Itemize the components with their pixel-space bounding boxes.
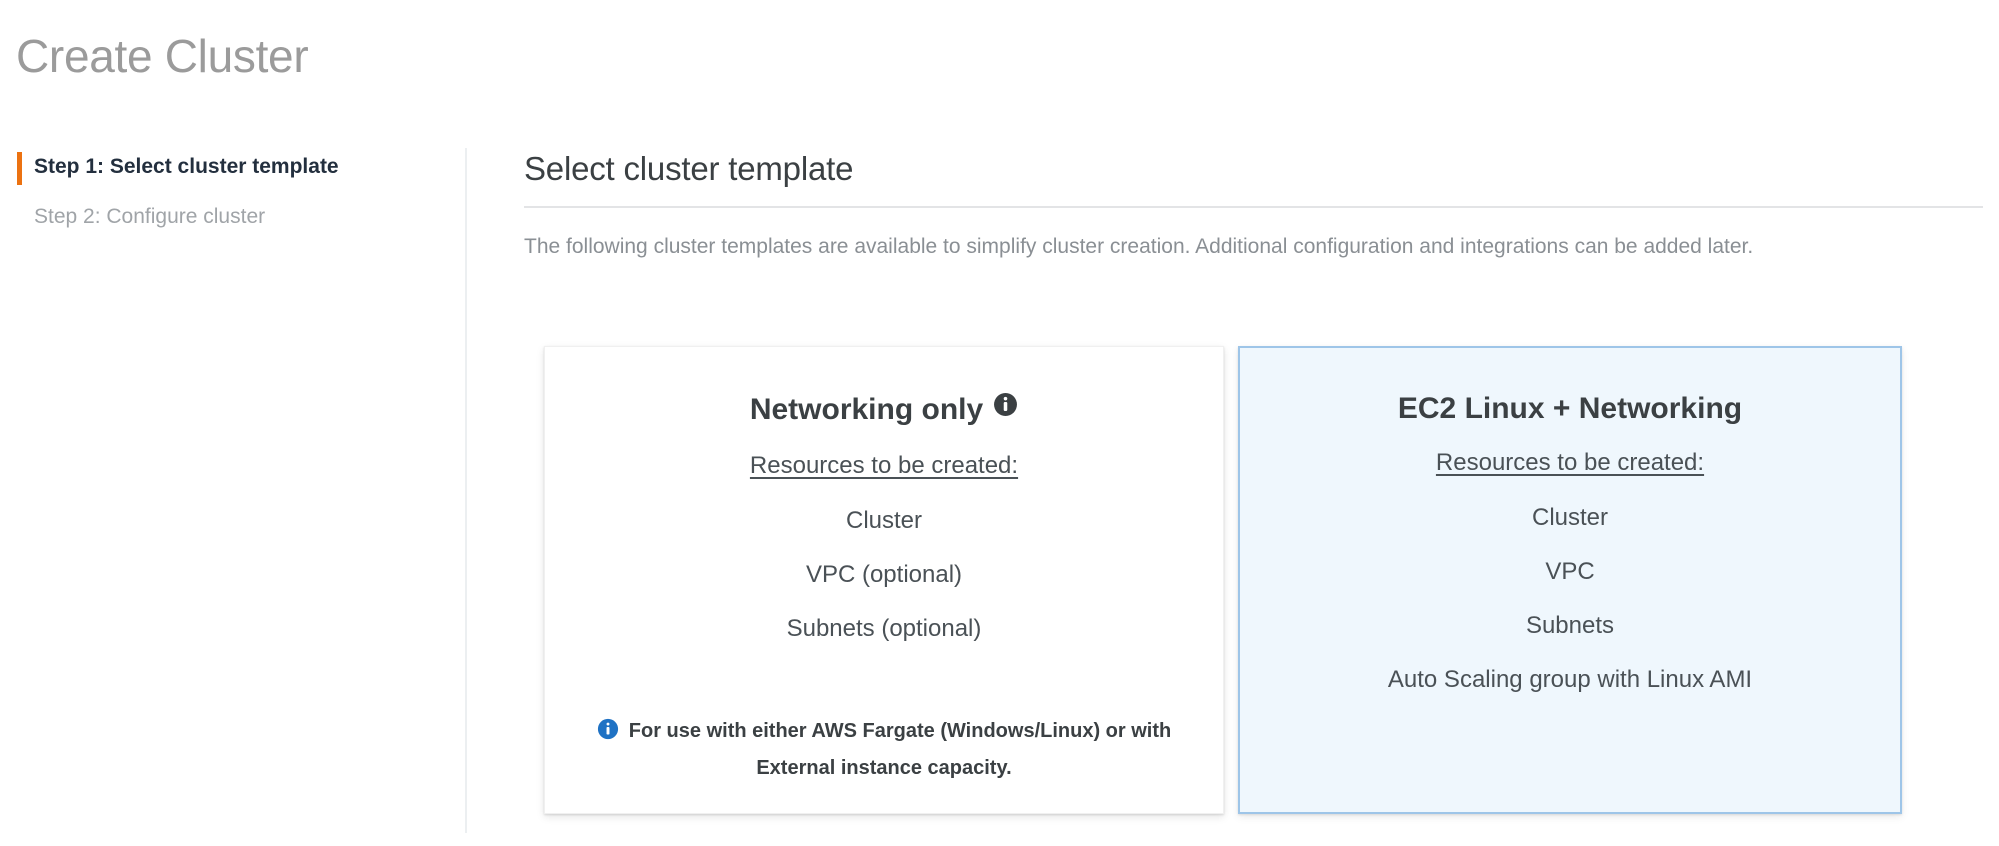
card-resource-item: Auto Scaling group with Linux AMI <box>1387 666 1753 693</box>
card-resource-item: VPC <box>1545 558 1595 585</box>
card-resource-item: Cluster <box>845 507 923 534</box>
wizard-step-2-label: Step 2: Configure cluster <box>34 205 266 228</box>
card-title-networking-only: Networking only <box>569 385 1199 432</box>
wizard-step-2-configure-cluster[interactable]: Step 2: Configure cluster <box>0 204 465 230</box>
info-icon[interactable] <box>993 385 1018 430</box>
wizard-sidebar: Step 1: Select cluster template Step 2: … <box>0 148 467 833</box>
card-resource-item: VPC (optional) <box>805 561 963 588</box>
wizard-step-1-label: Step 1: Select cluster template <box>34 155 339 178</box>
card-note-text: For use with either AWS Fargate (Windows… <box>628 720 1172 779</box>
card-resource-item: Subnets (optional) <box>786 615 982 642</box>
template-card-networking-only[interactable]: Networking only Resources to be created:… <box>544 346 1224 814</box>
section-heading: Select cluster template <box>524 150 854 187</box>
section-description: The following cluster templates are avai… <box>524 235 1754 258</box>
template-card-list: Networking only Resources to be created:… <box>524 346 1983 846</box>
card-note-networking-only: For use with either AWS Fargate (Windows… <box>569 714 1199 785</box>
template-card-ec2-linux-networking[interactable]: EC2 Linux + Networking Resources to be c… <box>1238 346 1902 814</box>
page-title: Create Cluster <box>16 30 309 82</box>
card-resource-item: Subnets <box>1525 612 1615 639</box>
main-content: Select cluster template The following cl… <box>524 148 1983 814</box>
info-icon-blue <box>597 717 619 751</box>
card-title-ec2-linux-networking: EC2 Linux + Networking <box>1397 392 1743 425</box>
wizard-step-1-select-cluster-template[interactable]: Step 1: Select cluster template <box>0 152 465 185</box>
section-divider <box>524 206 1983 208</box>
card-resources-label: Resources to be created: <box>1435 449 1705 476</box>
card-resource-item: Cluster <box>1531 504 1609 531</box>
card-resources-label: Resources to be created: <box>749 452 1019 479</box>
card-title-label: Networking only <box>749 393 984 426</box>
